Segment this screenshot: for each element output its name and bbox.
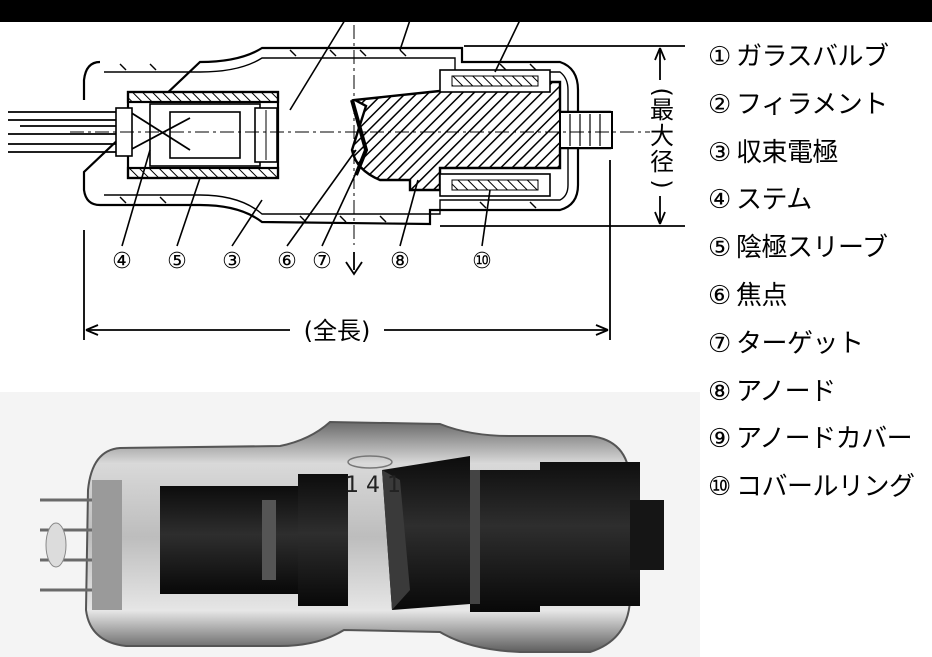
svg-text:径: 径 bbox=[650, 148, 674, 176]
total-length-dimension bbox=[83, 160, 611, 340]
photo-engraving: 1 4 1 bbox=[345, 473, 401, 498]
legend-number: ③ bbox=[708, 137, 731, 168]
photo-anode bbox=[382, 456, 640, 612]
top-black-bar bbox=[0, 0, 932, 22]
legend-label: 陰極スリーブ bbox=[736, 233, 888, 264]
svg-text:最: 最 bbox=[650, 96, 674, 124]
callout-3: ③ bbox=[222, 249, 242, 274]
callout-6: ⑥ bbox=[277, 249, 297, 274]
glass-bulb-outline bbox=[82, 46, 580, 226]
svg-text:大: 大 bbox=[650, 122, 674, 150]
legend-number: ⑩ bbox=[708, 472, 731, 503]
legend-number: ⑨ bbox=[708, 424, 731, 455]
legend-label: フィラメント bbox=[736, 89, 888, 120]
legend-label: アノードカバー bbox=[736, 424, 913, 455]
photo-cathode bbox=[160, 486, 300, 594]
legend-number: ④ bbox=[708, 185, 731, 216]
cross-section bbox=[8, 19, 685, 340]
legend-label: ターゲット bbox=[736, 328, 864, 359]
legend-number: ① bbox=[708, 42, 731, 72]
callout-4: ④ bbox=[112, 249, 132, 274]
callout-5: ⑤ bbox=[167, 249, 187, 274]
tube-photo: 1 4 1 bbox=[0, 392, 700, 657]
max-diameter-label: ( 最 大 径 ) bbox=[648, 87, 676, 188]
legend-label: コバールリング bbox=[736, 472, 915, 503]
svg-text:(: ( bbox=[648, 87, 676, 96]
legend-number: ⑦ bbox=[708, 328, 731, 359]
callout-7: ⑦ bbox=[312, 249, 332, 274]
svg-text:): ) bbox=[648, 179, 676, 188]
legend-number: ⑧ bbox=[708, 376, 731, 407]
xray-direction-arrow bbox=[345, 252, 363, 276]
callout-8: ⑧ bbox=[390, 249, 410, 274]
max-diameter-dimension bbox=[440, 45, 685, 227]
total-length-label: (全長) bbox=[304, 317, 371, 345]
legend-label: アノード bbox=[736, 376, 836, 407]
legend-number: ⑥ bbox=[708, 280, 731, 311]
legend-label: ステム bbox=[736, 185, 812, 216]
legend-label: 焦点 bbox=[736, 280, 788, 311]
legend-label: 収束電極 bbox=[736, 137, 839, 168]
legend-number: ⑤ bbox=[708, 233, 731, 264]
callout-numbers: ④ ⑤ ③ ⑥ ⑦ ⑧ ⑩ bbox=[112, 249, 492, 274]
legend-label: ガラスバルブ bbox=[736, 42, 889, 72]
legend-number: ② bbox=[708, 89, 731, 120]
callout-10: ⑩ bbox=[472, 249, 492, 274]
